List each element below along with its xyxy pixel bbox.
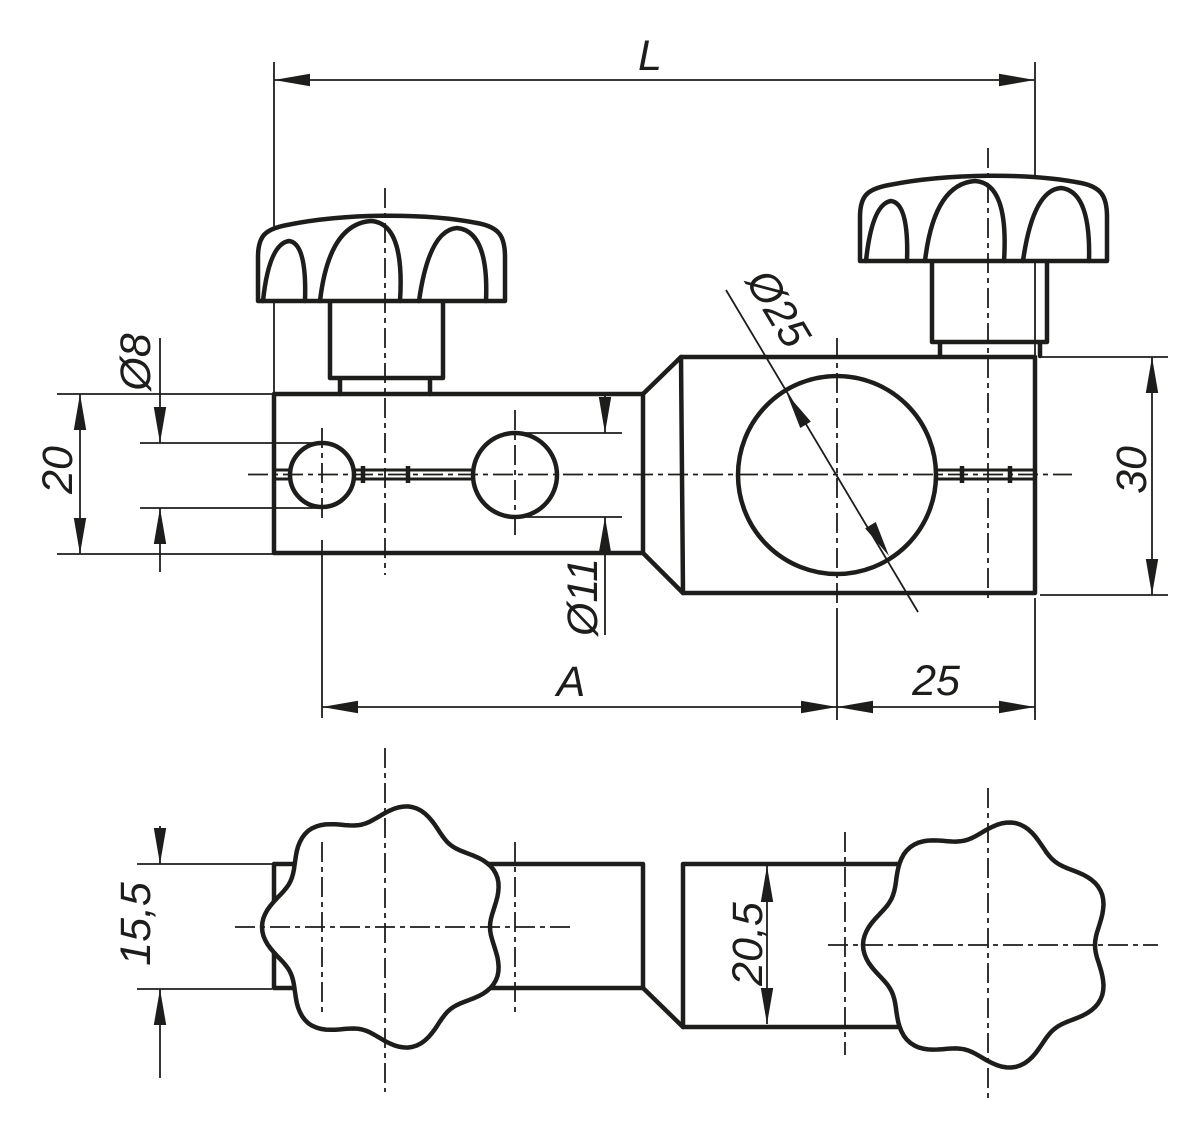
right-knob-lobe-small xyxy=(863,198,910,264)
label-overall-length: L xyxy=(638,32,662,80)
dim-center-distance-A xyxy=(321,540,1036,720)
dim-thickness-15-5 xyxy=(137,826,272,1078)
label-center-distance: A xyxy=(554,658,586,706)
right-knob-neck xyxy=(929,258,1050,359)
right-knob-side-view xyxy=(857,173,1110,359)
dim-left-height-20 xyxy=(57,393,274,555)
label-hole-11: Ø11 xyxy=(559,558,607,638)
right-body-outline xyxy=(678,354,1038,596)
bottom-chamfer-edge xyxy=(640,985,686,1030)
taper-top-edge xyxy=(640,354,684,397)
label-thickness-20-5: 20,5 xyxy=(724,901,772,987)
left-knob-lobe-center xyxy=(317,218,403,304)
label-height-20: 20 xyxy=(34,446,82,495)
dim-thickness-20-5 xyxy=(760,866,774,1024)
label-thickness-15-5: 15,5 xyxy=(112,881,160,966)
label-hole-8: Ø8 xyxy=(112,333,160,392)
left-knob-lobe-right xyxy=(416,225,489,304)
centerlines xyxy=(235,148,1158,1100)
label-hole-25: Ø25 xyxy=(735,260,820,357)
dim-hole-8 xyxy=(140,338,322,572)
dim-hole-11 xyxy=(515,396,622,635)
taper-bottom-edge xyxy=(640,550,686,596)
left-knob-side-view xyxy=(255,213,508,397)
bottom-view xyxy=(259,804,1106,1070)
dim-hole-25-leader xyxy=(725,289,919,613)
left-knob-head-outline xyxy=(255,213,508,304)
right-knob-lobe-center xyxy=(922,178,1007,264)
clamp-slit-left xyxy=(274,466,473,483)
left-knob-lobe-small xyxy=(260,238,308,304)
label-height-30: 30 xyxy=(1108,446,1156,494)
dimension-lines xyxy=(57,62,1168,1078)
right-knob-lobe-right xyxy=(1020,185,1092,264)
left-body-outline xyxy=(271,391,646,556)
dim-right-height-30 xyxy=(1040,356,1168,596)
left-knob-neck xyxy=(327,298,446,397)
label-offset-25: 25 xyxy=(911,657,961,705)
